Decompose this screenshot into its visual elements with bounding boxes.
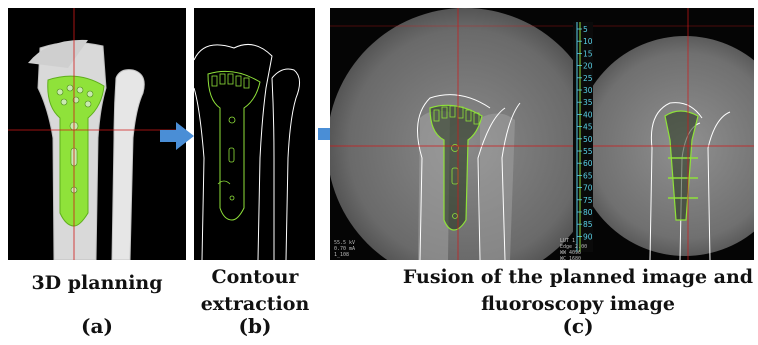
caption-contour-extraction: Contour extraction (180, 264, 330, 318)
ruler-tick-label: 60 (583, 159, 593, 168)
ruler-tick-label: 50 (583, 135, 593, 144)
ruler-tick-label: 35 (583, 98, 593, 107)
ruler-tick-label: 10 (583, 37, 593, 46)
caption-contour-line1: Contour (180, 264, 330, 291)
ruler-tick-label: 80 (583, 208, 593, 217)
ruler-tick-label: 25 (583, 74, 593, 83)
ruler-tick-label: 5 (583, 25, 588, 34)
label-b: (b) (180, 314, 330, 338)
contour-drawing (194, 8, 315, 260)
ruler-tick-label: 85 (583, 220, 593, 229)
arrow-right-icon (160, 122, 194, 150)
acquisition-info-text: 55.5 kV 0.70 mA 1_108 (334, 240, 355, 258)
caption-fusion-line1: Fusion of the planned image and (400, 264, 756, 291)
panel-contour-extraction (194, 8, 315, 260)
caption-3d-planning: 3D planning (8, 270, 186, 297)
ruler-tick-label: 75 (583, 196, 593, 205)
ruler-tick-label: 30 (583, 86, 593, 95)
display-settings-text: LUT 1 Edge 2.00 WW 4096 WC 1680 (560, 238, 587, 260)
caption-fusion: Fusion of the planned image and fluorosc… (400, 264, 756, 318)
ruler-tick-label: 65 (583, 171, 593, 180)
label-c: (c) (400, 314, 756, 338)
ruler-tick-label: 40 (583, 110, 593, 119)
label-a: (a) (8, 314, 186, 338)
ruler-tick-label: 70 (583, 184, 593, 193)
ruler-tick-label: 45 (583, 123, 593, 132)
ruler-tick-label: 55 (583, 147, 593, 156)
ruler-tick-label: 20 (583, 62, 593, 71)
ruler-tick-label: 15 (583, 49, 593, 58)
